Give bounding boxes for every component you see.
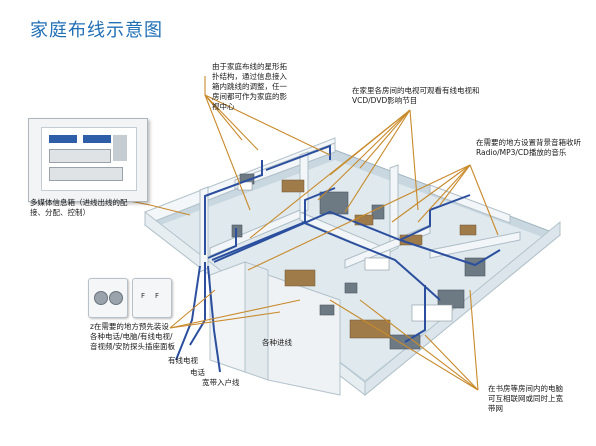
phone-jack-icon: F <box>141 292 146 300</box>
page-title: 家庭布线示意图 <box>30 20 163 41</box>
cable-tv-label: 有线电视 <box>168 356 198 365</box>
socket-plate-1 <box>88 278 128 318</box>
sockets-note: z在需要的地方预先装设各种电话/电脑/有线电视/音视频/安防探头插座面板 <box>90 322 176 351</box>
tv-note: 在家里各房间的电视可观看有线电视和VCD/DVD影响节目 <box>352 86 480 105</box>
socket-hole-icon <box>94 291 108 305</box>
cables-all-label: 各种进线 <box>262 338 292 347</box>
socket-plate-2: F F <box>132 278 172 318</box>
phone-label: 电话 <box>190 368 205 377</box>
network-note: 在书房等房间内的电脑可互相联网或同时上宽带网 <box>488 384 563 413</box>
broadband-label: 宽带入户线 <box>202 378 240 387</box>
star-topology-note: 由于家庭布线的星形拓扑结构，通过信息接入箱内跳线的调整，任一房间都可作为家庭的影… <box>212 62 287 111</box>
audio-note: 在需要的地方设置背景音箱收听Radio/MP3/CD播放的音乐 <box>476 138 581 157</box>
info-box-illustration <box>28 118 148 202</box>
info-box-note: 多媒体信息箱（进线出线的配接、分配、控制） <box>30 198 128 217</box>
data-jack-icon: F <box>155 292 160 300</box>
socket-hole-icon <box>109 291 123 305</box>
